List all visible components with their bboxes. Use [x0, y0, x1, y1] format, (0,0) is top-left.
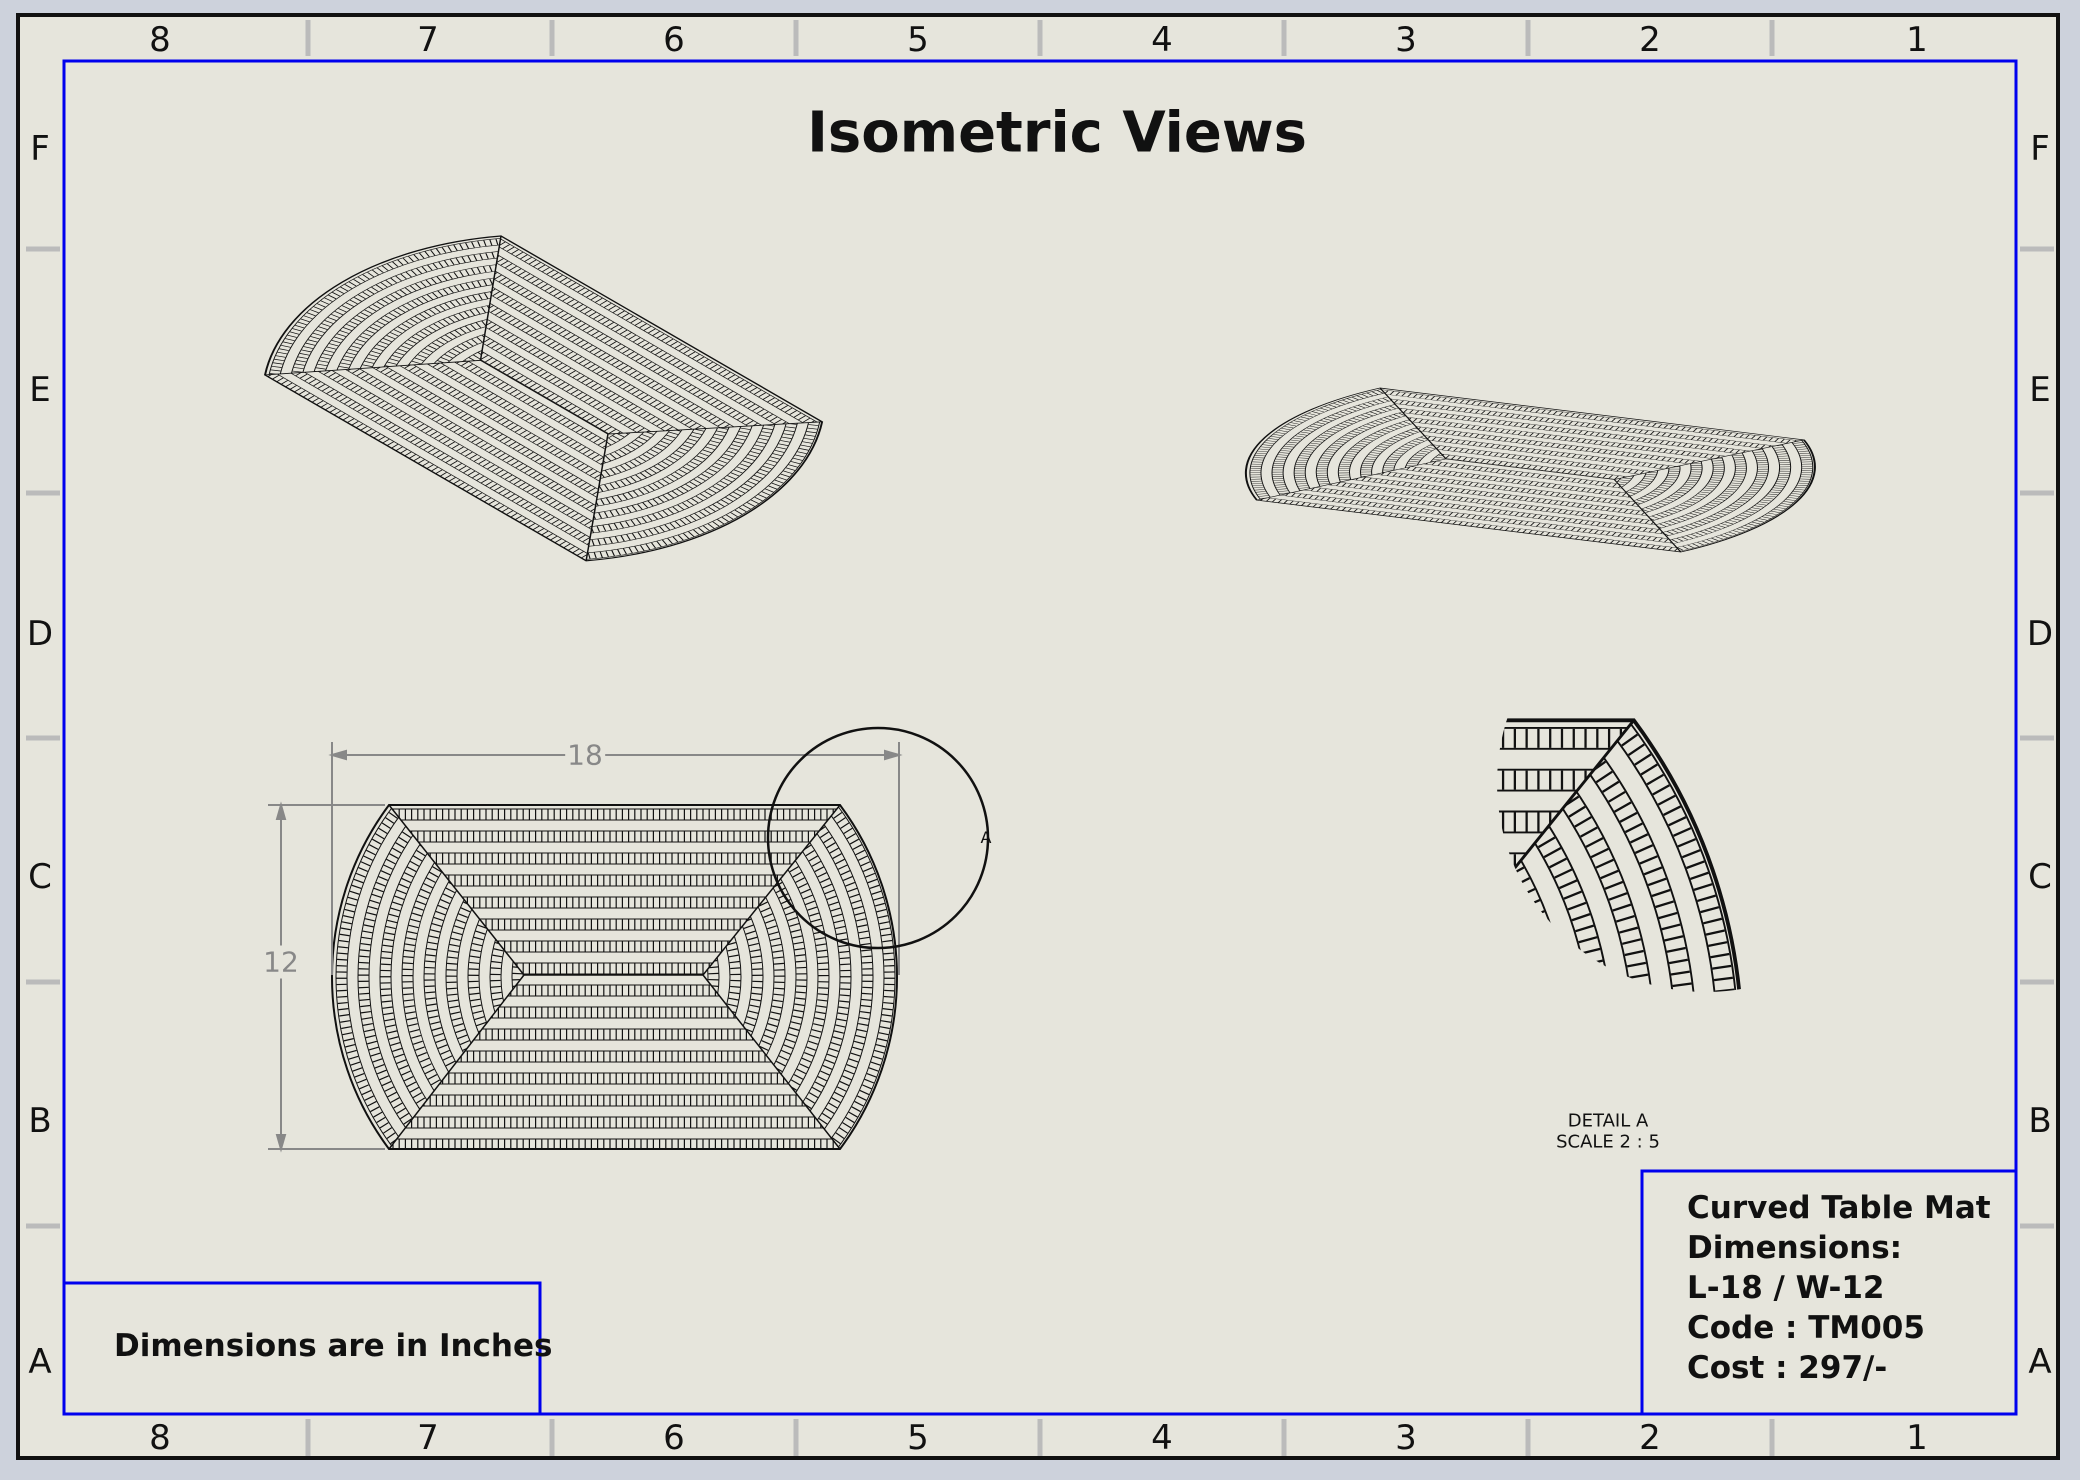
row-label: F [30, 129, 50, 169]
column-label: 7 [417, 20, 439, 60]
row-label: E [29, 370, 51, 410]
row-label: D [26, 614, 54, 654]
width-dimension: 12 [261, 945, 301, 979]
row-label: F [2030, 129, 2050, 169]
title-block-dimensions: L-18 / W-12 [1687, 1270, 1885, 1306]
column-label: 4 [1151, 1418, 1173, 1458]
units-note: Dimensions are in Inches [114, 1328, 553, 1364]
row-label: B [28, 1101, 52, 1141]
row-label: C [28, 857, 52, 897]
row-label: D [2026, 614, 2054, 654]
page-title: Isometric Views [807, 100, 1307, 166]
column-label: 8 [149, 1418, 171, 1458]
front-view [332, 805, 897, 1150]
detail-scale: SCALE 2 : 5 [1556, 1131, 1660, 1153]
detail-circle [766, 726, 990, 950]
detail-marker: A [980, 828, 992, 847]
note-box [62, 1281, 542, 1416]
row-label: A [28, 1342, 52, 1382]
column-label: 2 [1639, 20, 1661, 60]
column-label: 8 [149, 20, 171, 60]
column-label: 3 [1395, 1418, 1417, 1458]
row-label: A [2028, 1342, 2052, 1382]
row-label: E [2029, 370, 2051, 410]
length-dimension: 18 [565, 738, 605, 772]
title-block-name: Curved Table Mat [1687, 1190, 1991, 1226]
column-label: 5 [907, 1418, 929, 1458]
column-label: 3 [1395, 20, 1417, 60]
title-block-dimensions-label: Dimensions: [1687, 1230, 1903, 1266]
zone-ticks [26, 20, 2054, 1456]
title-block-code: Code : TM005 [1687, 1310, 1925, 1346]
row-label: C [2028, 857, 2052, 897]
column-label: 1 [1906, 1418, 1928, 1458]
column-label: 4 [1151, 20, 1173, 60]
column-label: 1 [1906, 20, 1928, 60]
row-label: B [2028, 1101, 2052, 1141]
inner-border [62, 59, 2018, 1416]
column-label: 7 [417, 1418, 439, 1458]
column-label: 6 [663, 1418, 685, 1458]
detail-label: DETAIL A [1567, 1110, 1649, 1132]
dimension-lines [268, 742, 903, 1153]
isometric-view-1 [224, 213, 863, 585]
column-label: 6 [663, 20, 685, 60]
isometric-view-2 [1203, 381, 1858, 558]
column-label: 2 [1639, 1418, 1661, 1458]
title-block-cost: Cost : 297/- [1687, 1350, 1888, 1386]
drawing-sheet [16, 13, 2060, 1460]
column-label: 5 [907, 20, 929, 60]
title-block-box [1640, 1169, 2018, 1416]
